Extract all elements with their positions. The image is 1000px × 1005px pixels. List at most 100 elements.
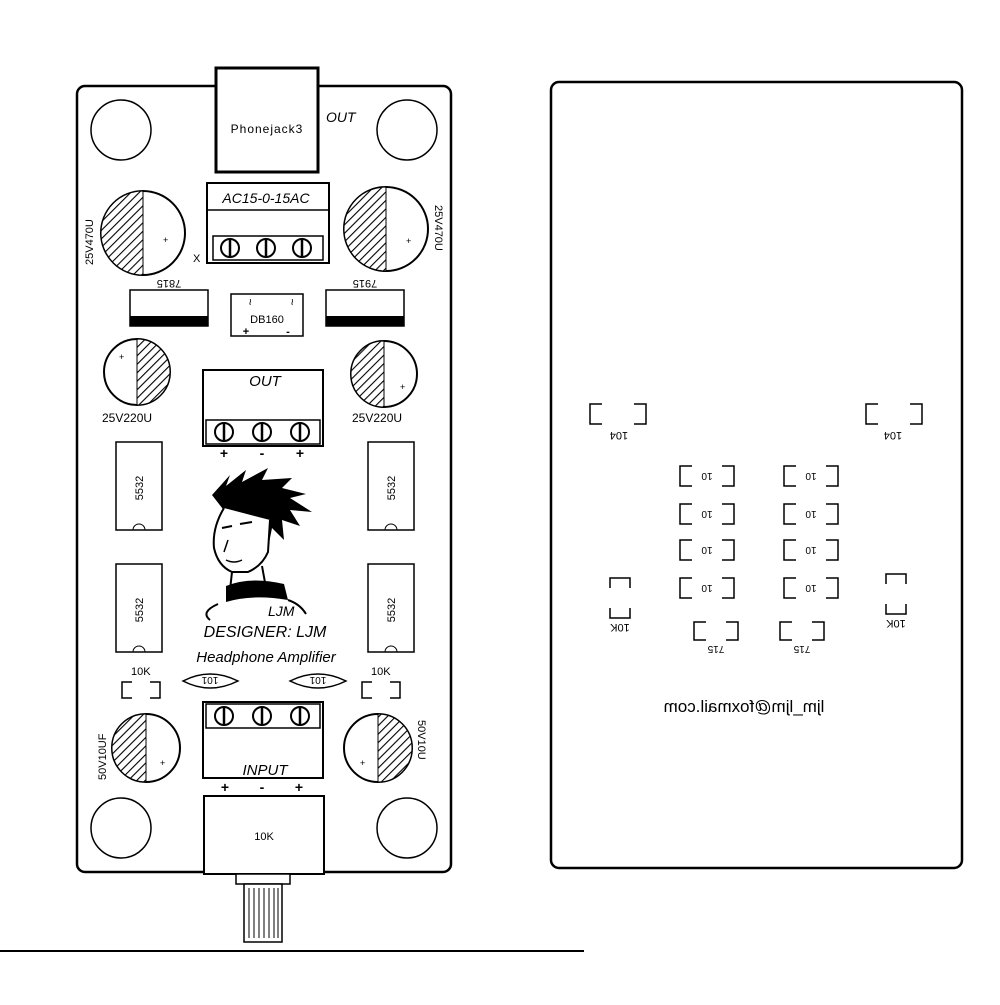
character-illustration (205, 468, 312, 621)
capacitor-left-bottom: + (111, 713, 181, 783)
cap-left-mid-label: 25V220U (102, 411, 152, 425)
terminal-screw (290, 422, 310, 442)
bridge-tilde-left: ~ (243, 298, 257, 305)
phonejack: Phonejack3 (214, 66, 320, 174)
cap-right-top-label: 25V470U (432, 205, 444, 251)
bridge-rectifier: ~ ~ DB160 + - (230, 293, 304, 338)
out-terminal: OUT (202, 369, 324, 447)
pad-small-group-right: 10 10 10 10 (783, 465, 839, 599)
cap-small-label: 10 (701, 582, 713, 593)
ic-chip-top-left: 5532 (115, 441, 163, 531)
cap-left-top-label: 25V470U (84, 219, 96, 265)
ic-label: 5532 (134, 598, 146, 622)
regulator-right-label: 7915 (353, 277, 377, 289)
terminal-screw (290, 706, 310, 726)
front-board: Phonejack3 OUT AC15-0-15AC X + 25V470U +… (0, 66, 584, 952)
cap-right-mid-label: 25V220U (352, 411, 402, 425)
cap-left-bottom-label: 50V10UF (97, 733, 109, 780)
ceramic-cap-right: 101 (288, 673, 348, 689)
cap-polarity: + (119, 352, 124, 362)
capacitor-right-mid: + (350, 340, 418, 408)
out-top-label: OUT (326, 109, 357, 125)
res-10k-label: 10K (886, 617, 906, 629)
res-right-label: 10K (371, 666, 391, 678)
cap-small-label: 10 (701, 508, 713, 519)
ic-chip-bottom-left: 5532 (115, 563, 163, 653)
mounting-hole-bottom-left (90, 797, 152, 859)
phonejack-label: Phonejack3 (231, 122, 304, 136)
regulator-left-label: 7815 (157, 277, 181, 289)
capacitor-right-top: + (343, 186, 429, 272)
input-plus-right: + (295, 779, 303, 795)
out-plus-right: + (296, 445, 304, 461)
back-board: 104 104 10 10 10 10 (549, 80, 964, 870)
power-terminal-label: AC15-0-15AC (221, 190, 310, 206)
resistor-right-pad (361, 681, 401, 699)
regulator-left: 7815 (129, 277, 209, 327)
cap-polarity: + (406, 236, 411, 246)
terminal-screw (256, 238, 276, 258)
cap101-label: 101 (201, 674, 218, 685)
cap-polarity: + (160, 758, 165, 768)
title-label: Headphone Amplifier (196, 649, 337, 666)
cap101-label: 101 (309, 674, 326, 685)
cap-polarity: + (400, 382, 405, 392)
cap-polarity: + (163, 235, 168, 245)
out-minus: - (260, 445, 265, 461)
capacitor-right-bottom: + (343, 713, 413, 783)
input-label: INPUT (243, 762, 290, 779)
capacitor-left-mid: + (103, 338, 171, 406)
email-label: ljm_ljm@foxmail.com (664, 697, 825, 716)
res-left-label: 10K (131, 666, 151, 678)
designer-label: DESIGNER: LJM (204, 624, 327, 641)
out-terminal-label: OUT (249, 373, 283, 390)
pad-104-left (589, 403, 647, 425)
potentiometer: 10K (203, 795, 325, 943)
pad-small-group-left: 10 10 10 10 (679, 465, 735, 599)
terminal-screw (220, 238, 240, 258)
pad-10k-right (885, 573, 907, 615)
x-mark: X (193, 253, 201, 265)
ic-label: 5532 (386, 598, 398, 622)
ic-chip-top-right: 5532 (367, 441, 415, 531)
bridge-label: DB160 (250, 314, 284, 326)
mounting-hole-bottom-right (376, 797, 438, 859)
cap-small-label: 10 (805, 544, 817, 555)
input-minus: - (260, 779, 265, 795)
input-terminal: INPUT (202, 701, 324, 779)
input-plus-left: + (221, 779, 229, 795)
pad-10k-left (609, 577, 631, 619)
signature: LJM (268, 603, 295, 619)
cap-small-label: 10 (701, 470, 713, 481)
pad-104-right (865, 403, 923, 425)
bridge-tilde-right: ~ (285, 298, 299, 305)
resistor-left-pad (121, 681, 161, 699)
mounting-hole-top-left (90, 99, 152, 161)
regulator-right: 7915 (325, 277, 405, 327)
terminal-screw (252, 422, 272, 442)
terminal-screw (292, 238, 312, 258)
diode-label: 715 (707, 643, 724, 654)
cap-right-bottom-label: 50V10U (415, 720, 427, 760)
cap-small-label: 10 (805, 582, 817, 593)
pot-label: 10K (254, 831, 274, 843)
terminal-screw (214, 706, 234, 726)
ic-label: 5532 (386, 476, 398, 500)
cap104-label: 104 (610, 429, 628, 441)
terminal-screw (252, 706, 272, 726)
res-10k-label: 10K (610, 621, 630, 633)
cap-small-label: 10 (805, 470, 817, 481)
bridge-plus: + (243, 326, 249, 338)
diode-label: 715 (793, 643, 810, 654)
ic-label: 5532 (134, 476, 146, 500)
out-plus-left: + (220, 445, 228, 461)
cap-polarity: + (360, 758, 365, 768)
mounting-hole-top-right (376, 99, 438, 161)
capacitor-left-top: + (100, 190, 186, 276)
cap-small-label: 10 (701, 544, 713, 555)
pad-715-right (779, 621, 825, 641)
pad-715-left (693, 621, 739, 641)
cap-small-label: 10 (805, 508, 817, 519)
cap104-label: 104 (884, 429, 902, 441)
